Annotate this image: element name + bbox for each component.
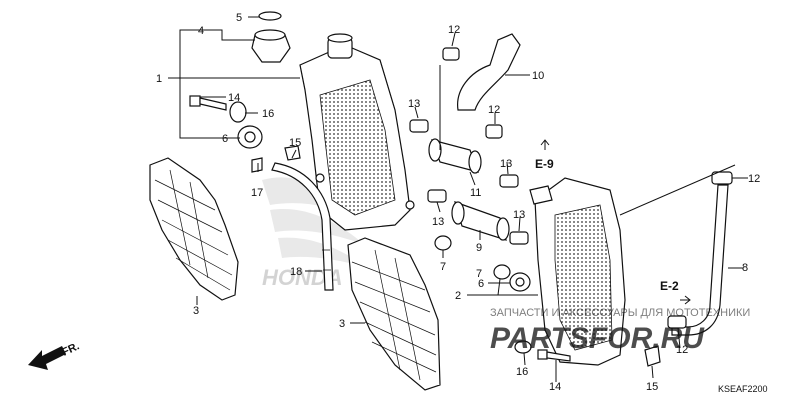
callout-12a: 12 xyxy=(448,24,460,36)
callout-8: 8 xyxy=(742,262,748,274)
left-radiator[interactable] xyxy=(299,33,415,231)
front-arrow-icon xyxy=(28,346,66,370)
callout-11: 11 xyxy=(470,187,481,199)
grommet-right[interactable] xyxy=(509,272,531,292)
callout-1: 1 xyxy=(156,73,162,85)
grommet-left[interactable] xyxy=(237,125,263,149)
watermark-text: ЗАПЧАСТИ И АКСЕССУАРЫ ДЛЯ МОТОТЕХНИКИ xyxy=(490,307,750,319)
callout-7a: 7 xyxy=(440,261,446,273)
hose-clamp-13b[interactable] xyxy=(499,174,519,188)
mounting-bolt-right[interactable] xyxy=(537,349,571,362)
upper-hose[interactable] xyxy=(457,33,521,111)
joint-pipe-upper[interactable] xyxy=(428,138,482,174)
watermark-logo: PARTSFOR.RU xyxy=(490,322,705,355)
callout-15a: 15 xyxy=(289,137,301,149)
hose-clamp-13d[interactable] xyxy=(509,231,529,245)
hose-clamp-top[interactable] xyxy=(442,47,460,61)
callout-13a: 13 xyxy=(408,98,420,110)
callout-3a: 3 xyxy=(193,305,199,317)
ref-e9-arrow xyxy=(540,139,550,150)
overflow-tube[interactable] xyxy=(271,162,334,291)
callout-6b: 6 xyxy=(478,278,484,290)
radiator-cap[interactable] xyxy=(251,29,291,63)
callout-3b: 3 xyxy=(339,318,345,330)
callout-13d: 13 xyxy=(513,209,525,221)
callout-labels: 1 2 3 3 4 5 6 6 7 7 8 9 10 11 12 12 12 1… xyxy=(156,12,760,393)
hose-clip-right[interactable] xyxy=(644,345,661,367)
callout-14b: 14 xyxy=(549,381,561,393)
right-radiator[interactable] xyxy=(529,177,626,366)
washer-left[interactable] xyxy=(229,101,247,123)
front-label: FR. xyxy=(60,340,81,358)
callout-12b: 12 xyxy=(488,104,500,116)
callout-13b: 13 xyxy=(500,158,512,170)
grommet-7b[interactable] xyxy=(493,264,511,280)
leader-lines xyxy=(168,16,748,382)
callout-15b: 15 xyxy=(646,381,658,393)
hose-clip-left[interactable] xyxy=(284,145,301,161)
callout-16b: 16 xyxy=(516,366,528,378)
lower-hose[interactable] xyxy=(671,184,729,336)
ref-e2[interactable]: E-2 xyxy=(660,279,679,293)
callout-4: 4 xyxy=(198,25,204,37)
callout-5: 5 xyxy=(236,12,242,24)
callout-13c: 13 xyxy=(432,216,444,228)
ref-e2-arrow xyxy=(680,295,691,305)
diagram-code: KSEAF2200 xyxy=(718,384,768,394)
hose-clamp-13a[interactable] xyxy=(409,119,429,133)
joint-pipe-lower[interactable] xyxy=(451,201,510,241)
callout-16a: 16 xyxy=(262,108,274,120)
callout-9: 9 xyxy=(476,242,482,254)
callout-14a: 14 xyxy=(228,92,240,104)
callout-12c: 12 xyxy=(748,173,760,185)
callout-17: 17 xyxy=(251,187,263,199)
callout-10: 10 xyxy=(532,70,544,82)
callout-6a: 6 xyxy=(222,133,228,145)
callout-2: 2 xyxy=(455,290,461,302)
callout-18: 18 xyxy=(290,266,302,278)
mounting-bolt-left[interactable] xyxy=(189,95,227,111)
hose-clamp-13c[interactable] xyxy=(427,189,447,203)
washer-right[interactable] xyxy=(514,340,532,354)
collar-left[interactable] xyxy=(251,157,263,173)
ref-e9[interactable]: E-9 xyxy=(535,157,554,171)
grommet-7a[interactable] xyxy=(434,235,452,251)
front-direction-indicator: FR. xyxy=(28,340,81,370)
callout-7b: 7 xyxy=(476,268,482,280)
cap-gasket[interactable] xyxy=(258,11,282,21)
hose-clamp-mid[interactable] xyxy=(485,124,503,139)
right-radiator-guard[interactable] xyxy=(347,237,441,391)
left-radiator-guard[interactable] xyxy=(149,157,239,301)
callout-12d: 12 xyxy=(676,344,688,356)
hose-clamp-right-bottom[interactable] xyxy=(667,315,687,329)
site-watermark: ЗАПЧАСТИ И АКСЕССУАРЫ ДЛЯ МОТОТЕХНИКИ PA… xyxy=(490,307,750,355)
